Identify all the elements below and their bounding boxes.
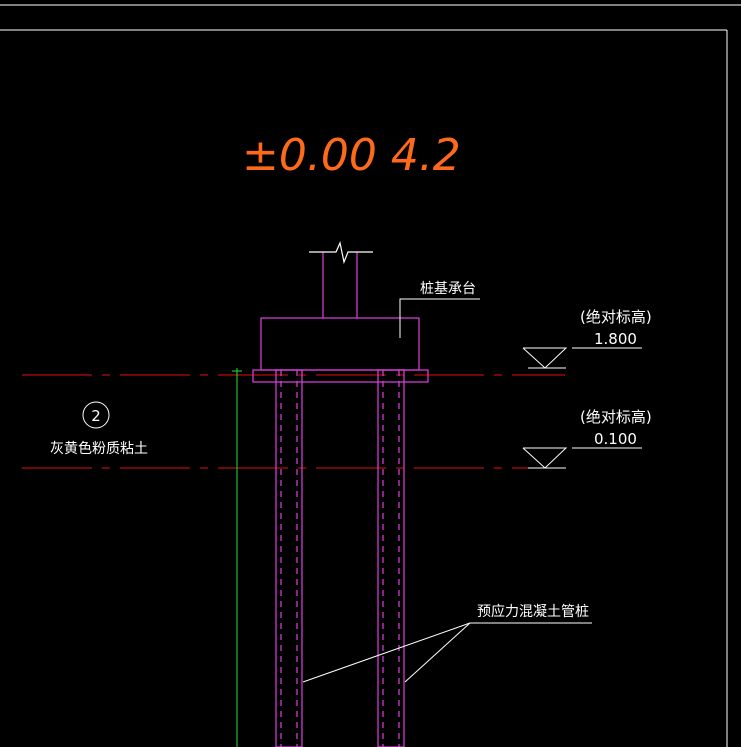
layer-description: 灰黄色粉质粘土: [50, 440, 148, 457]
pile-cap-leader: [399, 298, 480, 338]
soil-boundary-lines: [22, 374, 565, 469]
elevation-marker-1: (绝对标高) 1.800: [522, 308, 652, 369]
pile-left: [275, 369, 303, 747]
handwritten-elevation-note: ±0.00 4.2: [242, 130, 461, 181]
layer-number: 2: [91, 407, 101, 425]
pile-leader: [302, 622, 592, 683]
cushion-layer: [252, 369, 429, 383]
pile-cap-label: 桩基承台: [420, 280, 476, 297]
elevation-2-triangle: [522, 447, 568, 469]
break-line-symbol: [309, 241, 373, 265]
elevation-2-title: (绝对标高): [580, 408, 652, 426]
elevation-2-value: 0.100: [594, 430, 637, 448]
pile-right: [377, 369, 405, 747]
pile-cap-structure: [252, 252, 429, 747]
pile-label: 预应力混凝土管桩: [477, 603, 589, 620]
drawing-frame: [0, 4, 741, 747]
layer-number-circle: [82, 401, 110, 429]
elevation-marker-2: (绝对标高) 0.100: [522, 408, 652, 469]
elevation-1-value: 1.800: [594, 330, 637, 348]
elevation-1-triangle: [522, 347, 568, 369]
pile-cap: [260, 317, 420, 371]
elevation-1-title: (绝对标高): [580, 308, 652, 326]
reference-axis-line: [232, 368, 242, 747]
